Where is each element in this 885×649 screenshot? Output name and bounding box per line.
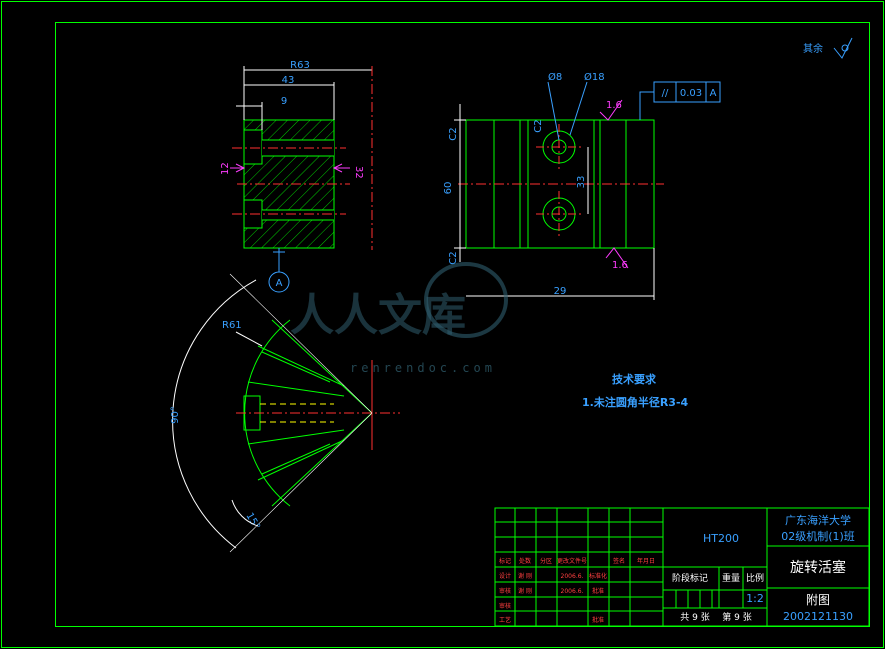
svg-text:90°: 90° [170, 406, 181, 424]
svg-text:1.6: 1.6 [606, 100, 622, 111]
svg-text:2006.6.: 2006.6. [561, 573, 584, 580]
roughness-symbol-icon [833, 37, 853, 59]
svg-text:9: 9 [281, 96, 287, 107]
svg-text:批准: 批准 [592, 616, 604, 624]
svg-text:C2: C2 [533, 119, 544, 132]
svg-text:A: A [276, 278, 283, 289]
inner-frame [55, 22, 870, 627]
svg-text:2006.6.: 2006.6. [561, 588, 584, 595]
part-name: 旋转活塞 [790, 559, 846, 576]
svg-text://: // [662, 88, 669, 99]
svg-text:审核: 审核 [499, 602, 511, 610]
svg-text:设计: 设计 [499, 572, 511, 580]
svg-text:60: 60 [443, 182, 454, 195]
svg-text:33: 33 [576, 176, 587, 189]
svg-text:C2: C2 [448, 127, 459, 140]
svg-text:Ø18: Ø18 [584, 71, 605, 83]
school-line1: 广东海洋大学 [785, 513, 851, 527]
svg-text:A: A [710, 88, 717, 99]
svg-text:谢 刚: 谢 刚 [518, 572, 532, 580]
svg-text:谢 刚: 谢 刚 [518, 587, 532, 595]
drawing-label: 附图 [806, 593, 830, 607]
side-view: Ø8 Ø18 60 C2 C2 C2 33 29 1.6 1.6 // 0.03… [443, 71, 721, 300]
corner-mark: 其余 [803, 42, 823, 55]
datum-circle [268, 271, 290, 293]
tolerance-frame: // 0.03 A [639, 81, 721, 120]
svg-text:共 9 张: 共 9 张 [680, 612, 709, 623]
svg-text:32: 32 [353, 166, 364, 179]
front-view: R63 43 9 12 32 A [220, 60, 373, 293]
material: HT200 [703, 532, 739, 545]
svg-text:工艺: 工艺 [499, 616, 511, 624]
watermark-url: renrendoc.com [350, 361, 496, 375]
student-no: 2002121130 [783, 610, 853, 623]
svg-text:C2: C2 [448, 251, 459, 264]
tech-title: 技术要求 [612, 372, 657, 386]
svg-text:15°: 15° [243, 511, 261, 532]
svg-text:1.6: 1.6 [612, 260, 628, 271]
svg-text:1:2: 1:2 [746, 592, 764, 605]
svg-text:年月日: 年月日 [637, 557, 655, 565]
fan-view: 90° R61 15° [170, 273, 400, 553]
svg-text:R61: R61 [222, 320, 242, 331]
svg-text:阶段标记: 阶段标记 [672, 572, 708, 584]
title-block [494, 507, 870, 627]
svg-text:分区: 分区 [540, 557, 552, 565]
svg-text:43: 43 [282, 75, 295, 86]
svg-text:批准: 批准 [592, 587, 604, 595]
svg-text:处数: 处数 [519, 557, 531, 565]
svg-text:Ø8: Ø8 [548, 71, 562, 83]
school-line2: 02级机制(1)班 [781, 529, 855, 543]
svg-text:重量: 重量 [722, 572, 740, 584]
watermark-logo-icon [424, 262, 508, 338]
svg-text:比例: 比例 [746, 572, 764, 584]
svg-text:更改文件号: 更改文件号 [557, 557, 587, 565]
svg-text:审核: 审核 [499, 587, 511, 595]
svg-text:标记: 标记 [499, 557, 511, 565]
watermark-cn: 人人文库 [290, 290, 466, 341]
svg-text:12: 12 [220, 162, 231, 175]
tech-item-1: 1.未注圆角半径R3-4 [582, 395, 689, 409]
svg-text:第 9 张: 第 9 张 [722, 611, 751, 623]
svg-text:签名: 签名 [613, 557, 625, 565]
svg-text:R63: R63 [290, 60, 310, 71]
svg-text:标准化: 标准化 [589, 572, 607, 580]
svg-text:0.03: 0.03 [680, 88, 702, 99]
svg-text:29: 29 [554, 286, 567, 297]
